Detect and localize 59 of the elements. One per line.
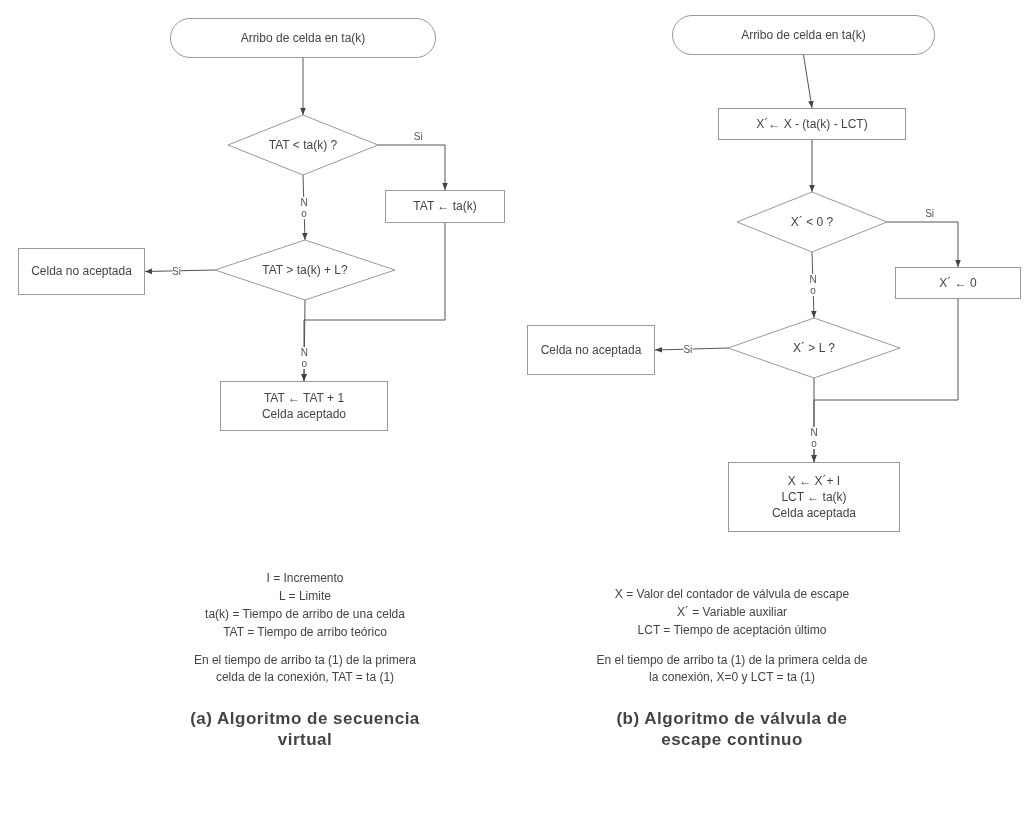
decision-diamond (228, 115, 378, 175)
figure-caption: (b) Algoritmo de válvula de escape continuo (615, 708, 849, 751)
process-box (728, 462, 900, 532)
legend-note: X = Valor del contador de válvula de escape (613, 586, 851, 603)
edge-label: No (808, 274, 818, 296)
process-box (18, 248, 145, 295)
edge-label: Si (172, 265, 181, 277)
legend-note: X´ = Variable auxiliar (676, 604, 788, 621)
terminal-box (672, 15, 935, 55)
arrow (809, 139, 815, 193)
arrow (301, 222, 446, 382)
decision-diamond (737, 192, 887, 252)
process-box (220, 381, 388, 431)
process-box (895, 267, 1021, 299)
legend-note: I = Incremento (266, 570, 344, 587)
edge-label: Si (925, 207, 935, 219)
arrow (886, 221, 961, 268)
node-text: Arribo de celda en ta(k) (741, 26, 866, 44)
process-box (527, 325, 655, 375)
node-text: Celda no aceptada (540, 341, 642, 359)
node-text: Arribo de celda en ta(k) (240, 29, 366, 47)
edge-label: Si (413, 130, 423, 142)
arrow (302, 174, 308, 241)
figure-caption: (a) Algoritmo de secuencia virtual (189, 708, 421, 751)
edge-label: No (299, 196, 309, 219)
node-text: X´← X - (ta(k) - LCT) (756, 115, 868, 133)
decision-diamond (215, 240, 395, 300)
legend-note: ta(k) = Tiempo de arribo de una celda (205, 606, 405, 623)
node-text: X´ < 0 ? (790, 213, 834, 231)
node-text: Celda aceptada (771, 505, 857, 522)
node-text: TAT < ta(k) ? (268, 136, 338, 154)
arrow (300, 57, 306, 116)
node-text: TAT ← ta(k) (413, 198, 477, 215)
edge-label: No (809, 427, 819, 450)
legend-note: L = Limite (279, 588, 331, 605)
process-box (385, 190, 505, 223)
legend-note: En el tiempo de arribo ta (1) de la primera celda de la conexión, TAT = ta (1) (192, 652, 418, 687)
decision-diamond (728, 318, 900, 378)
node-text: X´ ← 0 (939, 274, 977, 292)
edge-label: No (299, 347, 310, 370)
node-text: Celda no aceptada (31, 263, 132, 280)
node-text: TAT ← TAT + 1 (263, 389, 345, 406)
legend-note: En el tiempo de arribo ta (1) de la primera celda de la conexión, X=0 y LCT = ta (1) (595, 652, 869, 687)
arrow (811, 298, 959, 463)
legend-note: LCT = Tiempo de aceptación último (637, 622, 827, 639)
node-text: TAT > ta(k) + L? (262, 261, 348, 279)
arrow (377, 144, 448, 191)
arrow (654, 347, 729, 353)
terminal-box (170, 18, 436, 58)
process-box (718, 108, 906, 140)
node-text: Celda aceptado (261, 406, 347, 423)
node-text: X´ > L ? (793, 339, 835, 357)
legend-note: TAT = Tiempo de arribo teórico (223, 624, 387, 641)
arrow (144, 268, 216, 275)
edge-label: Si (683, 343, 693, 355)
node-text: LCT ← ta(k) (781, 488, 847, 506)
arrow (301, 299, 307, 382)
node-text: X ← X´+ I (787, 472, 841, 489)
arrow (803, 54, 814, 109)
